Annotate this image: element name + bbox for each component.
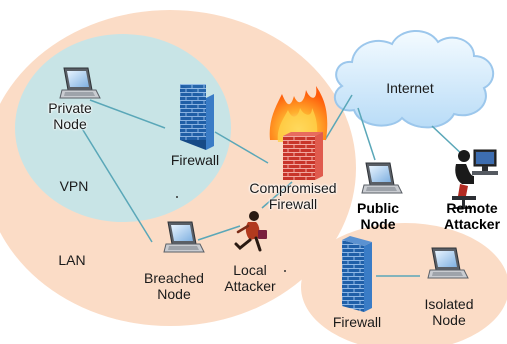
node-label-line: Local — [233, 262, 267, 278]
node-label-private: Private Node — [40, 100, 100, 132]
dot-marker — [176, 196, 178, 198]
firewall-icon — [342, 236, 372, 312]
node-label-remote-attacker: Remote Attacker — [438, 200, 506, 232]
zone-label-vpn: VPN — [59, 178, 89, 194]
zone-label-internet: Internet — [386, 80, 434, 96]
link-breached-local — [197, 225, 241, 241]
node-label-line: Node — [432, 312, 466, 328]
links — [77, 94, 467, 277]
node-label-firewall-isolated: Firewall — [332, 314, 382, 330]
node-label-line: Private — [48, 100, 92, 116]
node-label-line: Breached — [144, 270, 204, 286]
link-compromised-internet — [324, 94, 353, 141]
node-label-line: Attacker — [443, 216, 501, 232]
node-label-line: Node — [53, 116, 87, 132]
laptop-icon — [361, 162, 403, 194]
node-label-firewall: Firewall — [170, 152, 220, 168]
attacker-running-icon — [234, 211, 267, 252]
node-label-line: Node — [157, 286, 191, 302]
firewall-icon — [283, 132, 323, 180]
node-label-compromised-firewall: Compromised Firewall — [240, 180, 346, 212]
link-local-compromised — [261, 181, 293, 209]
node-label-local-attacker: Local Attacker — [212, 262, 288, 294]
attacker-at-computer-icon — [452, 149, 498, 209]
node-label-public: Public Node — [348, 200, 408, 232]
node-label-line: Isolated — [424, 296, 474, 312]
cloud-icon — [333, 29, 495, 129]
node-label-line: Node — [360, 216, 396, 232]
zone-label-lan: LAN — [58, 252, 86, 268]
dot-marker — [284, 270, 286, 272]
node-label-line: Firewall — [268, 196, 318, 212]
node-label-line: Attacker — [224, 278, 276, 294]
link-private-breached — [77, 121, 153, 243]
node-label-line: Remote — [446, 200, 498, 216]
link-private-firewall — [89, 99, 166, 129]
node-label-breached: Breached Node — [136, 270, 212, 302]
link-firewall-compromised — [214, 131, 269, 164]
node-label-line: Compromised — [249, 180, 337, 196]
firewall-icon — [180, 84, 214, 150]
node-label-line: Public — [356, 200, 399, 216]
link-internet-public — [357, 107, 376, 161]
node-label-isolated: Isolated Node — [414, 296, 484, 328]
